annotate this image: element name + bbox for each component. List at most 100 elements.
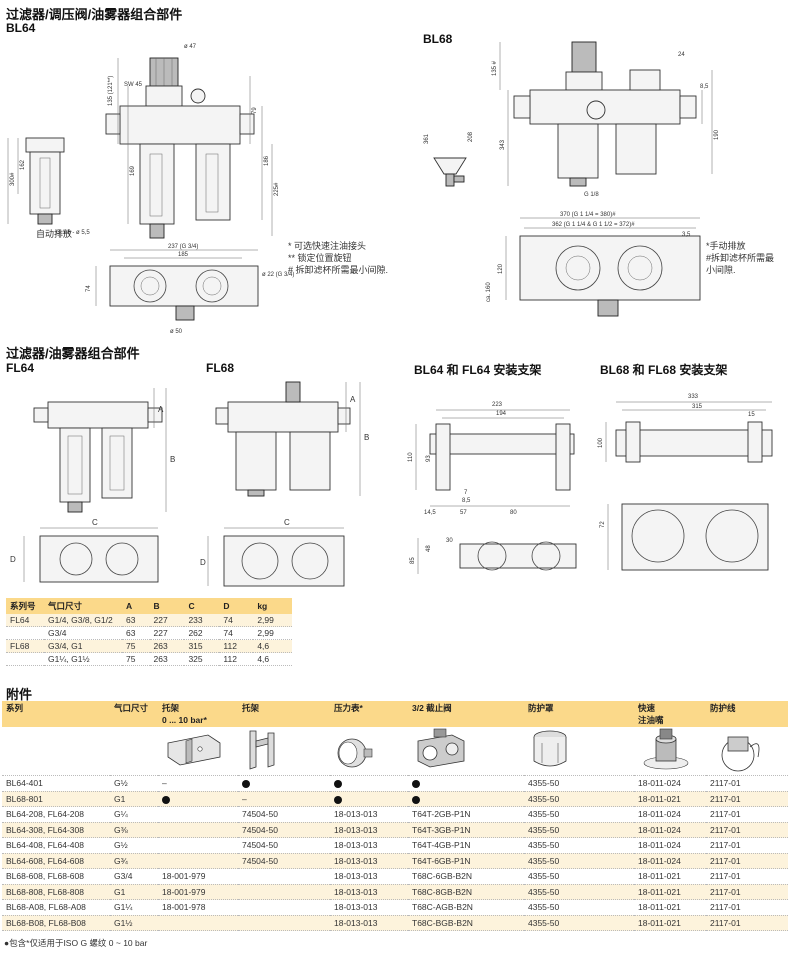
bl68-note-3: 小间隙.: [706, 265, 736, 275]
acc-table-cell: T64T-2GB-P1N: [408, 806, 524, 823]
acc-table-cell: 18-011-021: [634, 884, 706, 900]
acc-th-line2: [334, 714, 404, 726]
acc-table-cell: 74504-50: [238, 806, 330, 823]
bl68-top-view: [505, 217, 701, 317]
acc-table-cell: G¼: [110, 806, 158, 823]
fl64-dim-b: B: [170, 455, 175, 464]
fl68-dim-d: D: [200, 558, 206, 567]
acc-table-cell: T64T-6GB-P1N: [408, 853, 524, 869]
acc-table-cell: –: [238, 791, 330, 807]
acc-th-line1: 快速: [638, 703, 656, 713]
acc-table-cell: [158, 822, 238, 838]
fl-th-d: D: [219, 598, 254, 614]
acc-table-cell: 2117-01: [706, 775, 788, 792]
acc-table-cell: T68C-AGB-B2N: [408, 899, 524, 916]
acc-table-cell: BL64-608, FL64-608: [2, 853, 110, 869]
dot-icon: [334, 780, 342, 788]
bl64-notes: * 可选快速注油接头 ** 锁定位置旋钮 # 拆卸滤杯所需最小间隙.: [288, 240, 388, 276]
acc-table-cell: 18-011-024: [634, 775, 706, 792]
fl-th-c: C: [184, 598, 220, 614]
accessories-title: 附件: [6, 687, 33, 702]
bl64-label: BL64: [6, 21, 36, 35]
bracket-a-icon: [167, 734, 221, 766]
acc-th-4: 压力表*: [330, 701, 408, 727]
acc-table-cell: BL68-801: [2, 791, 110, 807]
svg-text:8,5: 8,5: [462, 498, 471, 504]
fl-th-a: A: [122, 598, 150, 614]
bl64-regulator: [105, 57, 255, 145]
acc-table-cell: BL64-308, FL64-308: [2, 822, 110, 838]
dot-icon: [412, 780, 420, 788]
fl64-label: FL64: [6, 361, 35, 375]
acc-th-7: 快速注油嘴: [634, 701, 706, 727]
acc-th-line2: 0 ... 10 bar*: [162, 715, 207, 725]
fl-table-cell: FL68: [6, 639, 44, 653]
acc-table-cell: T68C-BGB-B2N: [408, 915, 524, 931]
acc-table-cell: 4355-50: [524, 791, 634, 807]
fl-table-cell: 74: [219, 626, 254, 640]
fl-table-cell: 263: [149, 652, 185, 666]
fl68-dim-b: B: [364, 433, 369, 442]
acc-table-cell: [158, 837, 238, 854]
fl-th-kg: kg: [253, 598, 292, 614]
acc-table-cell: BL64-408, FL64-408: [2, 837, 110, 854]
included-dot-icon: [330, 775, 408, 792]
bracket64-label: BL64 和 FL64 安装支架: [414, 363, 542, 377]
included-dot-icon: [330, 791, 408, 807]
acc-table-cell: [158, 806, 238, 823]
acc-table-cell: 18-001-979: [158, 868, 238, 885]
acc-table-cell: 4355-50: [524, 915, 634, 931]
fl-table-cell: 325: [184, 652, 220, 666]
acc-th-line1: 3/2 截止阀: [412, 703, 452, 713]
svg-text:G 1/8: G 1/8: [584, 192, 599, 198]
acc-table-cell: 2117-01: [706, 806, 788, 823]
acc-table-cell: G1: [110, 884, 158, 900]
quick-lube-fitting-icon: [643, 728, 689, 770]
svg-text:237 (G 3/4): 237 (G 3/4): [168, 244, 198, 250]
fl-table-cell: G3/4: [44, 626, 122, 640]
acc-table-cell: T68C-8GB-B2N: [408, 884, 524, 900]
acc-table-cell: 18-001-979: [158, 884, 238, 900]
bracket64-drawing: 223 194 110 93 7 8,5 14,5 57 80 48 85 30: [408, 402, 577, 574]
svg-text:135 #: 135 #: [492, 60, 498, 76]
acc-th-line1: 气口尺寸: [114, 703, 149, 713]
dot-icon: [334, 795, 342, 804]
fl-table-cell: 262: [184, 626, 220, 640]
svg-text:57: 57: [460, 510, 467, 516]
fl-table-cell: G3/4, G1: [44, 639, 122, 653]
acc-table-cell: 4355-50: [524, 822, 634, 838]
acc-table-cell: 2117-01: [706, 915, 788, 931]
pressure-gauge-icon: [337, 738, 373, 768]
acc-th-line2: [242, 714, 326, 726]
acc-table-cell: [158, 853, 238, 869]
acc-table-cell: 4355-50: [524, 853, 634, 869]
fl-table-cell: 263: [149, 639, 185, 653]
svg-text:361: 361: [424, 133, 430, 144]
svg-text:79: 79: [252, 107, 258, 114]
bracket-b-icon: [249, 730, 275, 770]
fl-table-header: 系列号 气口尺寸 A B C D kg: [6, 598, 292, 614]
acc-table-cell: [158, 915, 238, 931]
bl64-note-1: * 可选快速注油接头: [288, 241, 367, 251]
acc-table-cell: 74504-50: [238, 822, 330, 838]
bowl-guard-icon: [533, 730, 567, 767]
svg-text:80: 80: [510, 510, 517, 516]
bl68-note-1: *手动排放: [706, 241, 746, 251]
svg-text:30: 30: [446, 538, 453, 544]
acc-th-0: 系列: [2, 701, 110, 727]
acc-table-cell: G⅜: [110, 822, 158, 838]
acc-table-cell: BL68-808, FL68-808: [2, 884, 110, 900]
acc-table-cell: G½: [110, 837, 158, 854]
bl64-note-3: # 拆卸滤杯所需最小间隙.: [288, 265, 389, 275]
svg-text:15: 15: [748, 412, 755, 418]
fl-table-cell: [6, 652, 44, 666]
acc-th-8: 防护线: [706, 701, 788, 727]
acc-table-cell: 18-013-013: [330, 853, 408, 869]
acc-table-cell: 18-011-021: [634, 915, 706, 931]
